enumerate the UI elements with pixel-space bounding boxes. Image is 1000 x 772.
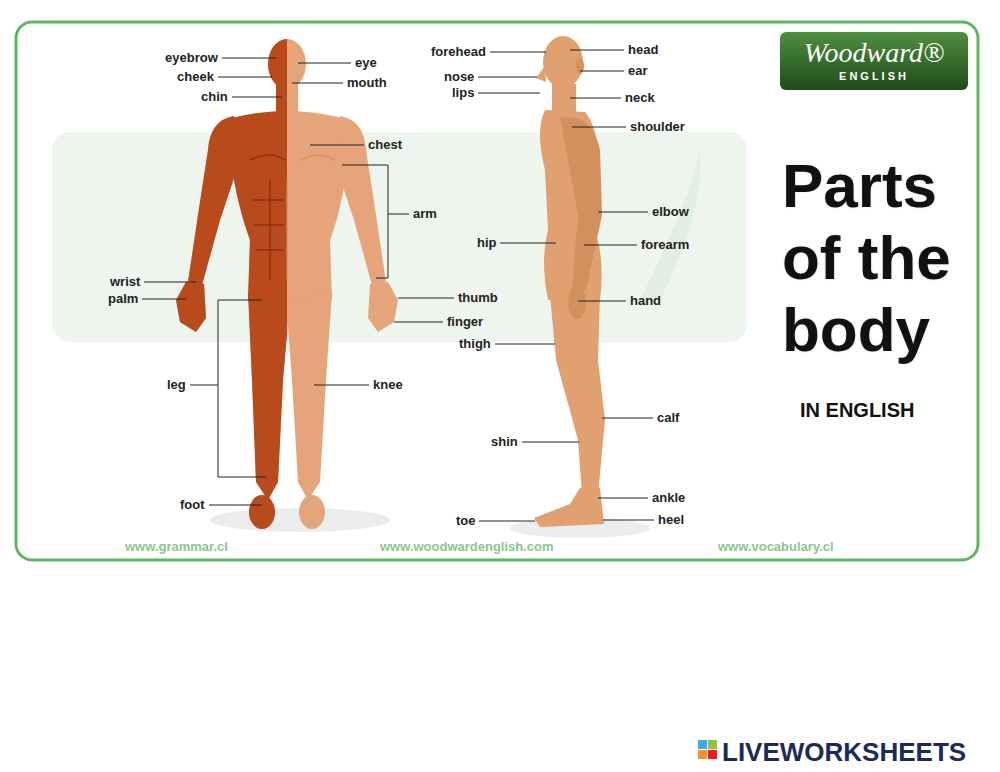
part-label: ankle bbox=[652, 490, 685, 506]
part-label: palm bbox=[108, 291, 138, 307]
part-label: finger bbox=[447, 314, 483, 330]
part-label: forehead bbox=[431, 44, 486, 60]
title: Parts of the body bbox=[782, 150, 977, 366]
part-label: elbow bbox=[652, 204, 689, 220]
part-label: arm bbox=[413, 206, 437, 222]
front-figure bbox=[176, 39, 398, 529]
part-label: eyebrow bbox=[165, 50, 218, 66]
side-figure bbox=[534, 36, 605, 527]
part-label: head bbox=[628, 42, 658, 58]
part-label: forearm bbox=[641, 237, 689, 253]
part-label: chin bbox=[201, 89, 228, 105]
leader-lines bbox=[142, 50, 654, 521]
part-label: shoulder bbox=[630, 119, 685, 135]
logo-name: Woodward® bbox=[786, 37, 962, 69]
part-label: nose bbox=[444, 69, 474, 85]
subtitle: IN ENGLISH bbox=[800, 398, 914, 422]
part-label: ear bbox=[628, 63, 648, 79]
brand-watermark: LIVEWORKSHEETS bbox=[722, 737, 966, 767]
part-label: cheek bbox=[177, 69, 214, 85]
part-label: toe bbox=[456, 513, 476, 529]
part-label: mouth bbox=[347, 75, 387, 91]
part-label: knee bbox=[373, 377, 403, 393]
part-label: eye bbox=[355, 55, 377, 71]
website-url: www.vocabulary.cl bbox=[718, 539, 834, 555]
part-label: thigh bbox=[459, 336, 491, 352]
part-label: foot bbox=[180, 497, 205, 513]
logo-box: Woodward®ENGLISH bbox=[780, 32, 968, 90]
part-label: shin bbox=[491, 434, 518, 450]
part-label: wrist bbox=[110, 274, 140, 290]
part-label: lips bbox=[452, 85, 474, 101]
part-label: hip bbox=[477, 235, 497, 251]
part-label: thumb bbox=[458, 290, 498, 306]
website-url: www.grammar.cl bbox=[125, 539, 228, 555]
watermark-leaf bbox=[640, 150, 701, 300]
website-url: www.woodwardenglish.com bbox=[380, 539, 554, 555]
brand-icon bbox=[698, 740, 717, 759]
frame bbox=[16, 22, 978, 560]
watermark-band bbox=[52, 132, 747, 342]
part-label: heel bbox=[658, 512, 684, 528]
logo-subtitle: ENGLISH bbox=[786, 69, 962, 83]
part-label: leg bbox=[167, 377, 186, 393]
part-label: chest bbox=[368, 137, 402, 153]
part-label: hand bbox=[630, 293, 661, 309]
muscle-half bbox=[176, 39, 287, 529]
part-label: neck bbox=[625, 90, 655, 106]
part-label: calf bbox=[657, 410, 679, 426]
